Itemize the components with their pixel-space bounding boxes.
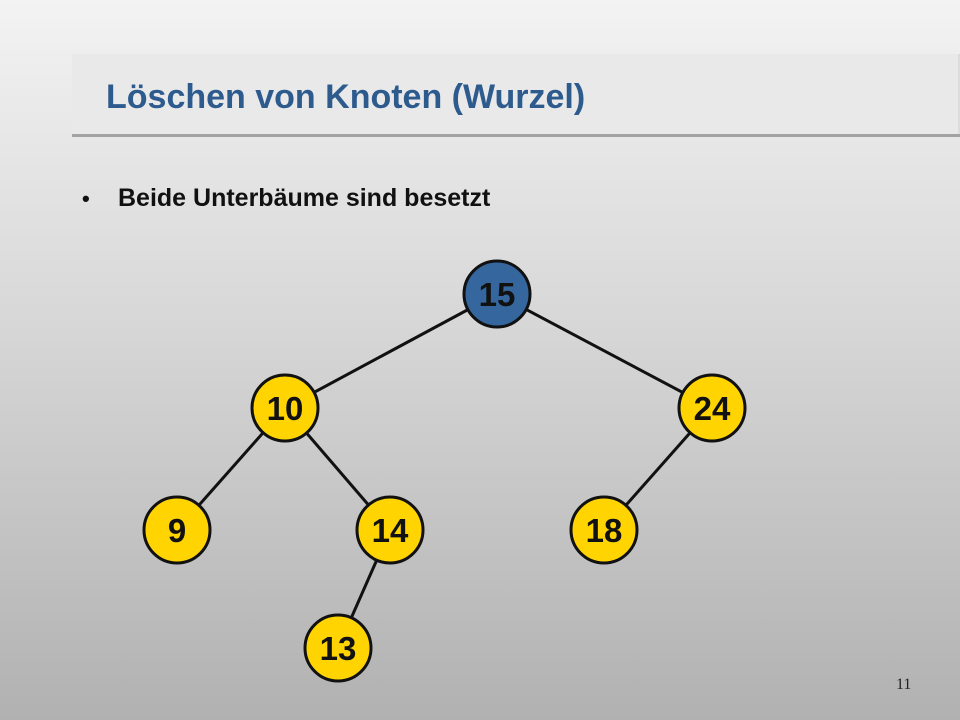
tree-node-24: 24 bbox=[677, 373, 747, 443]
bullet-item: • Beide Unterbäume sind besetzt bbox=[82, 186, 490, 211]
bullet-dot: • bbox=[82, 186, 90, 211]
node-circle bbox=[677, 373, 747, 443]
node-label: 15 bbox=[479, 276, 516, 313]
node-circle bbox=[142, 495, 212, 565]
node-label: 24 bbox=[694, 390, 731, 427]
node-label: 10 bbox=[267, 390, 304, 427]
tree-node-14: 14 bbox=[355, 495, 425, 565]
tree-node-18: 18 bbox=[569, 495, 639, 565]
tree-edge bbox=[496, 292, 713, 410]
node-circle bbox=[569, 495, 639, 565]
bullet-text: Beide Unterbäume sind besetzt bbox=[118, 184, 491, 212]
root-node-circle bbox=[462, 259, 532, 329]
tree-node-9: 9 bbox=[142, 495, 212, 565]
slide-title: Löschen von Knoten (Wurzel) bbox=[106, 78, 586, 116]
node-circle bbox=[303, 613, 373, 683]
node-label: 9 bbox=[168, 512, 186, 549]
tree-nodes: 15 10 24 9 14 18 13 bbox=[142, 259, 747, 683]
page-number: 11 bbox=[896, 676, 912, 693]
tree-edges bbox=[175, 292, 714, 649]
node-label: 18 bbox=[586, 512, 623, 549]
tree-edge bbox=[284, 292, 498, 410]
node-label: 14 bbox=[372, 512, 409, 549]
title-bar: Löschen von Knoten (Wurzel) bbox=[72, 54, 960, 137]
node-circle bbox=[250, 373, 320, 443]
node-circle bbox=[355, 495, 425, 565]
node-label: 13 bbox=[320, 630, 357, 667]
tree-node-10: 10 bbox=[250, 373, 320, 443]
tree-node-15: 15 bbox=[462, 259, 532, 329]
tree-node-13: 13 bbox=[303, 613, 373, 683]
